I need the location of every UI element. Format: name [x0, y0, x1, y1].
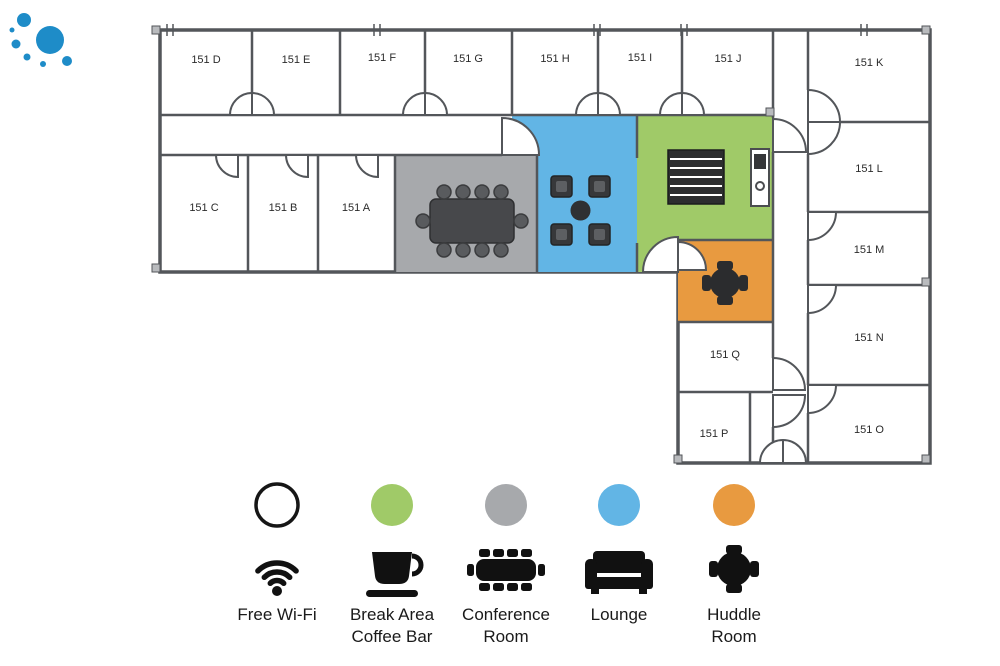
room-label-151-m: 151 M: [854, 244, 885, 256]
legend-item-huddle-room: Huddle Room: [707, 484, 761, 646]
kitchen-counter: [750, 148, 770, 207]
coffee-cup-icon: [366, 552, 424, 597]
huddle-room-swatch: [713, 484, 755, 526]
legend-label: Coffee Bar: [352, 627, 433, 646]
interior-walls: [160, 30, 930, 463]
legend-label: Room: [483, 627, 528, 646]
legend-label: Huddle: [707, 605, 761, 624]
legend: Free Wi-Fi Break Area Coffee Bar: [237, 482, 761, 646]
room-label-151-d: 151 D: [191, 54, 220, 66]
room-label-151-f: 151 F: [368, 52, 396, 64]
room-label-151-p: 151 P: [700, 428, 729, 440]
legend-item-free-wifi: Free Wi-Fi: [237, 482, 317, 624]
lounge-chairs: [550, 175, 611, 246]
room-label-151-a: 151 A: [342, 202, 371, 214]
conference-table: [415, 184, 529, 258]
dot-cluster-logo: [9, 13, 72, 67]
room-label-151-j: 151 J: [715, 53, 742, 65]
room-label-151-n: 151 N: [854, 332, 883, 344]
room-label-151-q: 151 Q: [710, 349, 740, 361]
round-table-icon: [709, 545, 759, 593]
room-label-151-o: 151 O: [854, 424, 884, 436]
room-label-151-h: 151 H: [540, 53, 569, 65]
wall-ticks: [151, 24, 931, 464]
floor-plan: 151 D 151 E 151 F 151 G 151 H 151 I 151 …: [151, 24, 932, 465]
legend-item-break-area: Break Area Coffee Bar: [350, 484, 435, 646]
room-label-151-e: 151 E: [282, 54, 311, 66]
room-label-151-g: 151 G: [453, 53, 483, 65]
legend-item-lounge: Lounge: [585, 484, 653, 624]
break-area-swatch: [371, 484, 413, 526]
conference-room-swatch: [485, 484, 527, 526]
legend-label: Break Area: [350, 605, 435, 624]
sofa-icon: [585, 551, 653, 594]
lounge-table: [570, 200, 591, 221]
room-label-151-i: 151 I: [628, 52, 652, 64]
legend-label: Room: [711, 627, 756, 646]
huddle-table: [702, 261, 748, 305]
room-label-151-k: 151 K: [855, 57, 884, 69]
legend-item-conference-room: Conference Room: [462, 484, 550, 646]
free-wifi-swatch: [254, 482, 300, 528]
lounge-swatch: [598, 484, 640, 526]
wifi-icon: [255, 560, 299, 596]
room-label-151-c: 151 C: [189, 202, 218, 214]
legend-label: Lounge: [591, 605, 648, 624]
door-arcs: [214, 88, 842, 464]
room-label-151-b: 151 B: [269, 202, 298, 214]
legend-label: Conference: [462, 605, 550, 624]
conference-table-icon: [467, 549, 545, 591]
room-label-151-l: 151 L: [855, 163, 883, 175]
break-table: [667, 149, 725, 205]
legend-label: Free Wi-Fi: [237, 605, 316, 624]
